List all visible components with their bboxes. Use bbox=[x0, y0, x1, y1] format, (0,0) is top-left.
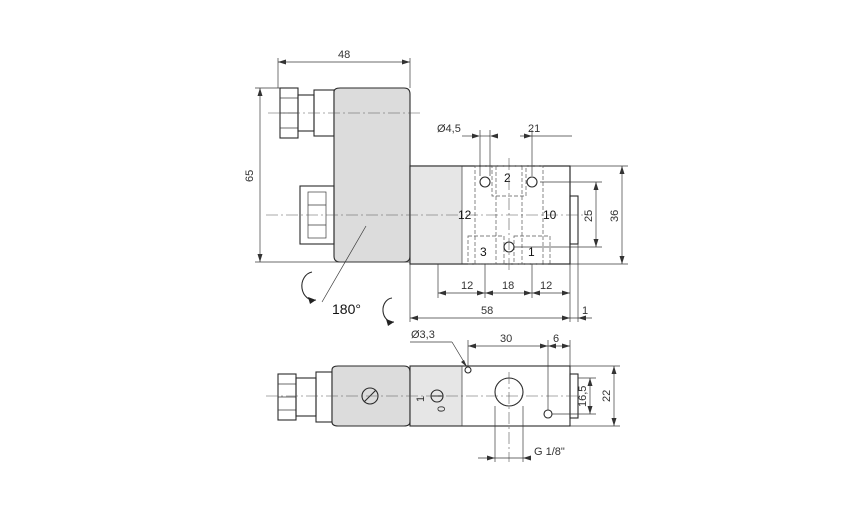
dim-21: 21 bbox=[528, 123, 540, 135]
dimension-lines-top bbox=[255, 58, 628, 322]
top-view: 2 12 10 3 1 bbox=[266, 87, 592, 272]
dimension-labels-side: Ø3,3 30 6 16,5 22 G 1/8" bbox=[411, 329, 613, 458]
port-2-label: 2 bbox=[504, 171, 511, 185]
dim-6: 6 bbox=[553, 333, 559, 345]
dim-48: 48 bbox=[338, 49, 350, 61]
dim-16-5: 16,5 bbox=[577, 386, 589, 407]
dim-12-right: 12 bbox=[540, 280, 552, 292]
coil-housing bbox=[333, 87, 411, 263]
side-view: 1 0 bbox=[266, 365, 580, 462]
dim-36: 36 bbox=[609, 210, 621, 222]
dim-58: 58 bbox=[481, 305, 493, 317]
dimension-labels-top: 48 65 Ø4,5 21 25 36 12 18 12 58 1 bbox=[244, 49, 621, 317]
dim-thread: G 1/8" bbox=[534, 446, 565, 458]
rotation-label: 180° bbox=[332, 301, 361, 317]
dimension-lines-side bbox=[410, 340, 620, 462]
dim-18: 18 bbox=[502, 280, 514, 292]
dim-small-hole-dia: Ø3,3 bbox=[411, 329, 435, 341]
dim-22: 22 bbox=[601, 390, 613, 402]
dim-1: 1 bbox=[582, 305, 588, 317]
port-12-label: 12 bbox=[458, 208, 472, 222]
switch-on-label: 1 bbox=[415, 396, 427, 402]
dim-30: 30 bbox=[500, 333, 512, 345]
port-3-label: 3 bbox=[480, 245, 487, 259]
port-1-label: 1 bbox=[528, 245, 535, 259]
dim-12-left: 12 bbox=[461, 280, 473, 292]
switch-off-label: 0 bbox=[436, 406, 448, 412]
dim-25: 25 bbox=[583, 210, 595, 222]
dim-65: 65 bbox=[244, 170, 256, 182]
rotation-indicator: 180° bbox=[301, 225, 395, 326]
dim-hole-dia: Ø4,5 bbox=[437, 123, 461, 135]
